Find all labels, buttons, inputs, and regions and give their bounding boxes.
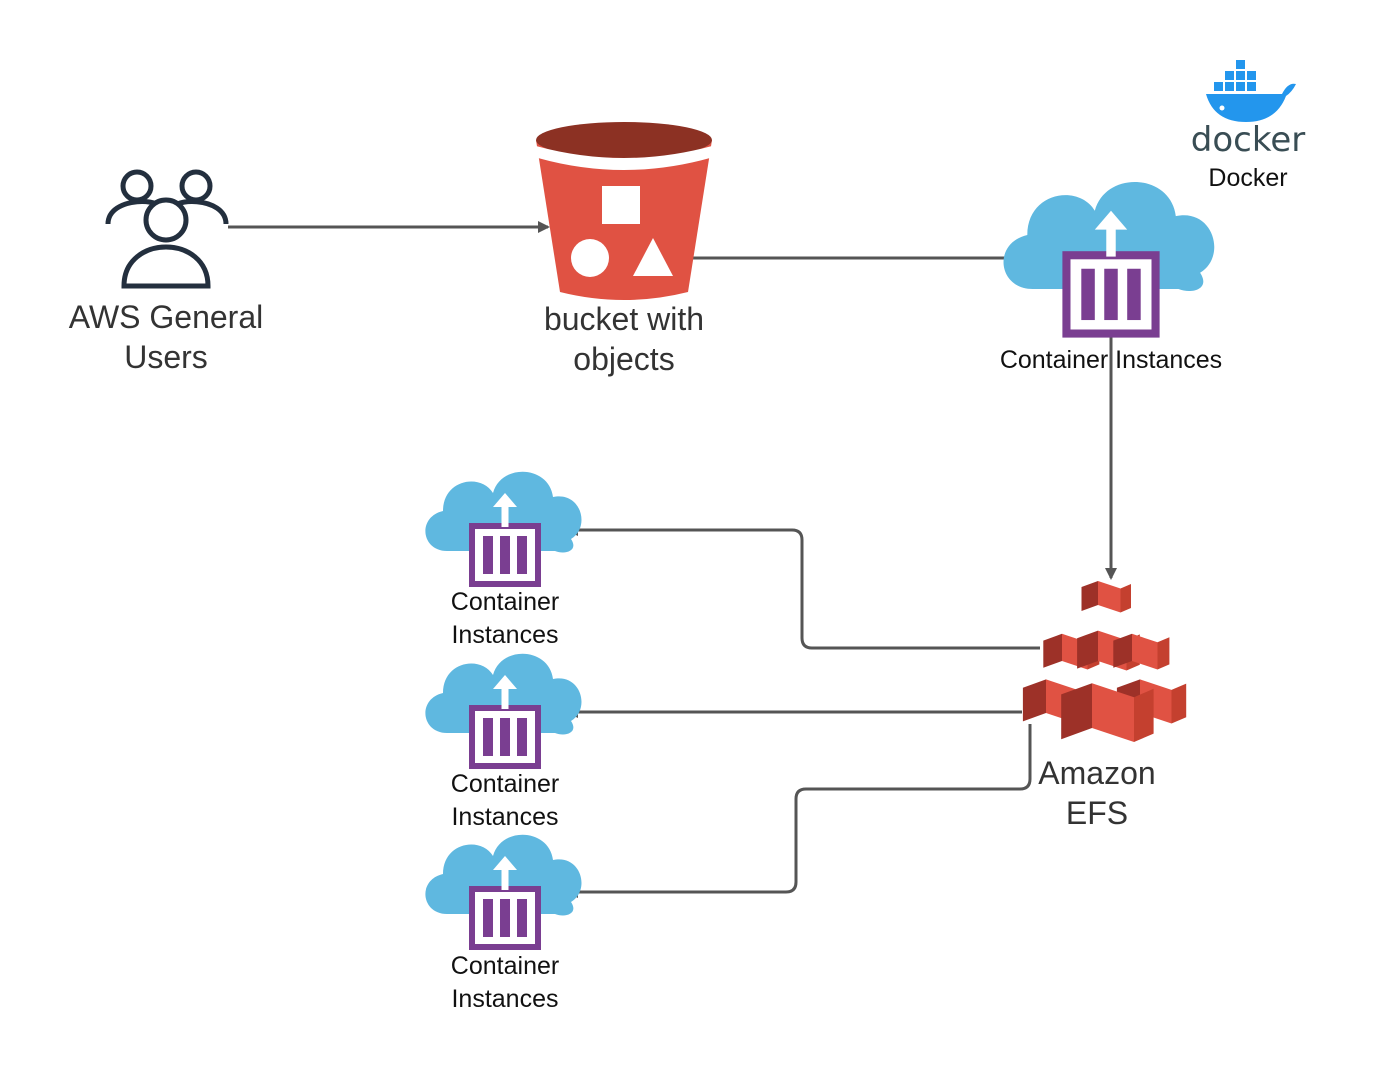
- node-container-3: Container Instances: [425, 835, 581, 1013]
- container-2-label-line2: Instances: [451, 803, 558, 831]
- node-container-main: Container Instances: [1000, 182, 1222, 374]
- container-2-label-line1: Container: [451, 770, 559, 798]
- users-group-icon: [105, 169, 229, 289]
- node-container-2: Container Instances: [425, 654, 581, 831]
- efs-label-line2: EFS: [1066, 795, 1128, 831]
- container-cloud-icon: [425, 835, 581, 947]
- container-1-label-line1: Container: [451, 588, 559, 616]
- container-cloud-icon: [1004, 182, 1215, 334]
- docker-label: Docker: [1208, 164, 1287, 192]
- s3-bucket-icon: [536, 122, 712, 300]
- container-cloud-icon: [425, 472, 581, 584]
- users-label-line1: AWS General: [69, 299, 263, 335]
- docker-whale-icon: [1206, 60, 1296, 122]
- users-label-line2: Users: [124, 339, 208, 375]
- container-3-label-line1: Container: [451, 952, 559, 980]
- edge-efs-to-container-3: [566, 724, 1032, 898]
- docker-logo-text: docker: [1191, 120, 1305, 160]
- efs-label-line1: Amazon: [1038, 755, 1155, 791]
- container-3-label-line2: Instances: [451, 985, 558, 1013]
- edges: [228, 221, 1117, 898]
- node-bucket: bucket with objects: [536, 122, 712, 377]
- node-docker: docker Docker: [1191, 60, 1305, 192]
- node-container-1: Container Instances: [425, 472, 581, 649]
- node-users: AWS General Users: [69, 169, 263, 375]
- container-1-label-line2: Instances: [451, 621, 558, 649]
- node-efs: Amazon EFS: [1022, 581, 1187, 831]
- container-main-label: Container Instances: [1000, 346, 1222, 374]
- container-cloud-icon: [425, 654, 581, 766]
- bucket-label-line1: bucket with: [544, 301, 704, 337]
- efs-icon: [1022, 581, 1187, 742]
- bucket-label-line2: objects: [573, 341, 674, 377]
- edge-efs-to-container-1: [566, 524, 1040, 650]
